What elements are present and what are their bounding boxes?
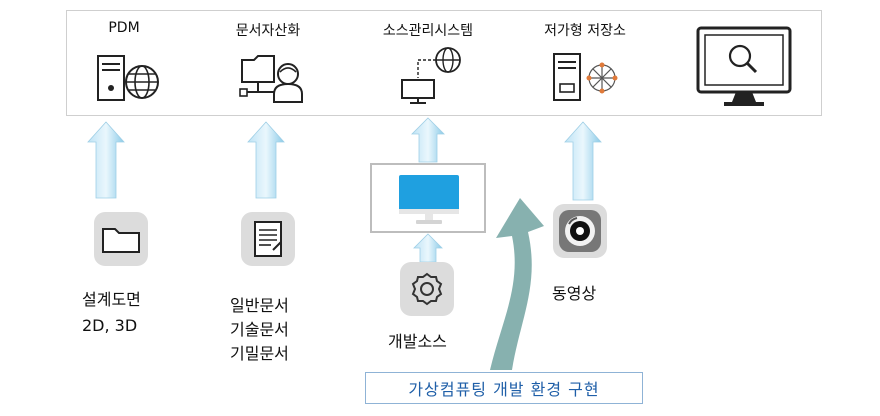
server-network-icon — [553, 53, 618, 101]
gear-icon — [411, 272, 443, 306]
source-label-docs-1: 일반문서 — [230, 296, 289, 315]
system-label-scm: 소스관리시스템 — [382, 23, 474, 39]
source-tile-documents — [241, 212, 295, 266]
source-label-docs-3: 기밀문서 — [230, 344, 289, 363]
arrow-pdm — [87, 121, 125, 199]
system-label-pdm: PDM — [108, 20, 140, 36]
monitor-globe-icon — [401, 47, 461, 104]
monitor-search-icon — [696, 26, 792, 106]
folder-icon — [102, 228, 140, 253]
source-label-docs-2: 기술문서 — [230, 320, 289, 339]
source-label-drawings-2: 2D, 3D — [82, 316, 138, 335]
source-tile-code — [400, 262, 454, 316]
source-tile-video — [553, 204, 607, 258]
curved-arrow — [490, 198, 544, 370]
desktop-monitor-icon — [399, 175, 459, 224]
document-icon — [254, 221, 282, 257]
virtual-computing-banner: 가상컴퓨팅 개발 환경 구현 — [365, 372, 643, 404]
system-label-docs: 문서자산화 — [235, 23, 301, 39]
source-label-code: 개발소스 — [388, 332, 447, 351]
arrow-docs — [247, 121, 285, 199]
source-label-video: 동영상 — [552, 284, 597, 303]
source-tile-drawings — [94, 212, 148, 266]
arrow-vm-to-scm — [411, 117, 445, 163]
arrow-storage — [564, 121, 602, 201]
virtual-pc-box — [370, 163, 486, 233]
video-lens-icon — [559, 210, 601, 252]
server-globe-icon — [97, 55, 159, 101]
arrow-source-to-vm — [413, 233, 443, 263]
source-label-drawings-1: 설계도면 — [82, 290, 141, 309]
system-label-storage: 저가형 저장소 — [544, 23, 626, 39]
network-user-icon — [239, 55, 303, 103]
